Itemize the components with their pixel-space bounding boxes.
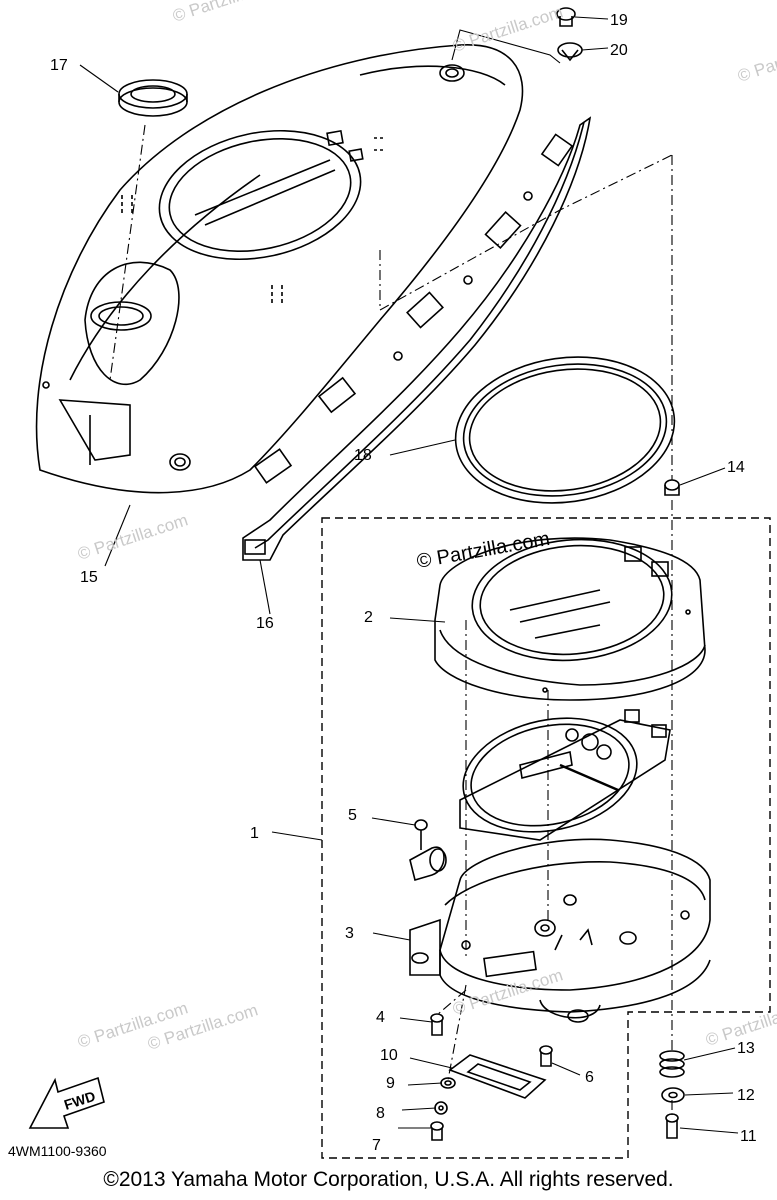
meter-cover (35, 44, 524, 494)
callout-8: 8 (376, 1105, 385, 1122)
washer-9 (440, 1077, 456, 1089)
panel-strip (242, 116, 592, 561)
bracket-10 (448, 1054, 547, 1099)
callout-14: 14 (727, 459, 745, 476)
callout-3: 3 (345, 925, 354, 942)
meter-case-lower (409, 838, 711, 1023)
cable-clamp (409, 819, 447, 882)
callout-7: 7 (372, 1137, 381, 1154)
callout-18: 18 (354, 447, 372, 464)
callout-1: 1 (250, 825, 259, 842)
callout-20: 20 (610, 42, 628, 59)
callout-5: 5 (348, 807, 357, 824)
callout-12: 12 (737, 1087, 755, 1104)
callout-15: 15 (80, 569, 98, 586)
main-watermark: © Partzilla.com (415, 528, 552, 573)
screw-11 (665, 1113, 679, 1139)
meter-lens-case (434, 537, 706, 701)
callout-10: 10 (380, 1047, 398, 1064)
grommet-13 (659, 1050, 685, 1078)
svg-text:© Partzilla.com: © Partzilla.com (75, 510, 190, 563)
screw-19 (556, 7, 576, 27)
callout-11: 11 (740, 1128, 757, 1145)
bolt-4 (430, 1013, 444, 1036)
bolt-6 (539, 1045, 553, 1067)
callout-6: 6 (585, 1069, 594, 1086)
callout-16: 16 (256, 615, 274, 632)
callout-9: 9 (386, 1075, 395, 1092)
washer-12 (661, 1087, 685, 1103)
callout-2: 2 (364, 609, 373, 626)
copyright-notice: ©2013 Yamaha Motor Corporation, U.S.A. A… (103, 1168, 674, 1191)
fwd-label: FWD (62, 1088, 97, 1113)
grommet-17 (118, 79, 188, 117)
gauge-board (459, 709, 671, 841)
callouts: 1 2 3 4 5 6 7 8 9 10 11 12 13 14 15 16 1… (50, 12, 757, 1154)
screw-7 (430, 1121, 444, 1141)
diagram-code: 4WM1100-9360 (8, 1143, 107, 1159)
callout-13: 13 (737, 1040, 755, 1057)
svg-text:© Partzilla.com: © Partzilla.com (450, 2, 565, 55)
svg-text:© Partzilla.com: © Partzilla.com (735, 32, 777, 85)
callout-17: 17 (50, 57, 68, 74)
collar-14 (664, 479, 680, 496)
collar-20 (557, 42, 583, 62)
callout-19: 19 (610, 12, 628, 29)
kit-boundary (321, 517, 771, 1159)
leader-lines (79, 16, 739, 1134)
seal-ring (454, 356, 676, 504)
svg-text:© Partzilla.com: © Partzilla.com (170, 0, 285, 26)
callout-4: 4 (376, 1009, 385, 1026)
assembly-lines (109, 124, 673, 1115)
washer-8 (434, 1101, 448, 1115)
fwd-arrow (28, 1076, 105, 1129)
